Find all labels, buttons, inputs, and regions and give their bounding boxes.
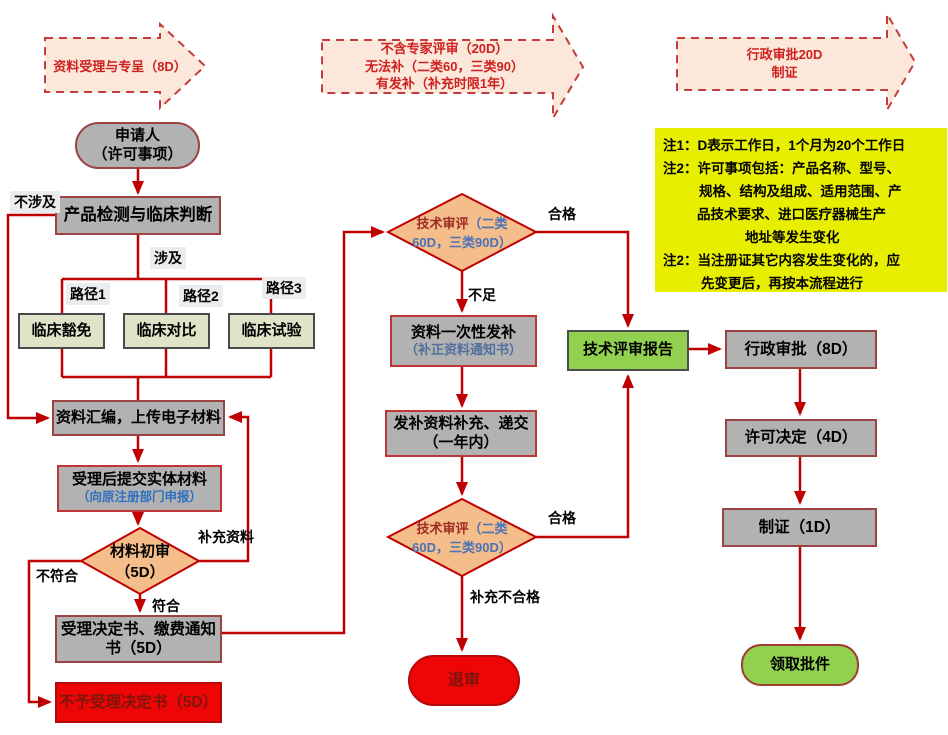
receive-oval: 领取批件 xyxy=(741,644,859,686)
banner-stage3-line2: 制证 xyxy=(771,65,798,80)
banner-stage2-line1: 不含专家评审（20D） xyxy=(380,41,509,57)
banner-stage2: 不含专家评审（20D） 无法补（二类60，三类90） 有发补（补充时限1年） xyxy=(322,40,567,93)
detection-label: 产品检测与临床判断 xyxy=(63,206,213,225)
initial-review-line2: （5D） xyxy=(115,564,165,581)
supplement-box: 资料一次性发补 （补正资料通知书） xyxy=(390,315,537,367)
banner-arrow-3 xyxy=(676,10,917,114)
applicant-oval: 申请人 （许可事项） xyxy=(75,122,200,169)
retire-label: 退审 xyxy=(447,671,480,689)
banner-stage3-line1: 行政审批20D xyxy=(746,47,823,62)
banner-stage2-line2: 无法补（二类60，三类90） xyxy=(365,58,524,74)
note-line: 注2：许可事项包括：产品名称、型号、 xyxy=(663,161,901,176)
receive-label: 领取批件 xyxy=(769,655,830,673)
detection-box: 产品检测与临床判断 xyxy=(55,196,221,235)
banner-stage3: 行政审批20D 制证 xyxy=(677,38,892,90)
submit-line2: （向原注册部门申报） xyxy=(76,490,202,505)
reject-box: 不予受理决定书（5D） xyxy=(55,682,222,723)
label-path1: 路径1 xyxy=(66,283,110,305)
note-line: 规格、结构及组成、适用范围、产 xyxy=(699,184,902,199)
compile-box: 资料汇编，上传电子材料 xyxy=(52,400,225,436)
tech-review1-label: 技术审评（二类 60D，三类90D） xyxy=(412,216,512,250)
label-supp-fail: 补充不合格 xyxy=(470,589,540,605)
tech-review1-diamond xyxy=(385,192,539,273)
clinical-exempt-label: 临床豁免 xyxy=(31,321,92,339)
clinical-trial-label: 临床试验 xyxy=(241,321,302,339)
acceptance-box: 受理决定书、缴费通知书（5D） xyxy=(55,615,222,663)
label-insufficient: 不足 xyxy=(468,287,496,303)
clinical-compare-box: 临床对比 xyxy=(123,313,210,349)
approval-box: 行政审批（8D） xyxy=(725,330,877,369)
report-label: 技术评审报告 xyxy=(582,341,673,359)
initial-review-text: 材料初审 （5D） xyxy=(85,532,195,590)
banner-arrow-1 xyxy=(44,21,207,111)
label-pass1: 合格 xyxy=(548,206,576,222)
note-line: 先变更后，再按本流程进行 xyxy=(701,276,863,291)
clinical-trial-box: 临床试验 xyxy=(228,313,315,349)
tech-review1-text: 技术审评（二类 60D，三类90D） xyxy=(402,207,522,257)
license-label: 许可决定（4D） xyxy=(744,429,858,447)
report-box: 技术评审报告 xyxy=(567,330,689,371)
certificate-label: 制证（1D） xyxy=(758,518,841,536)
submit-line1: 受理后提交实体材料 xyxy=(71,471,207,489)
note-line: 地址等发生变化 xyxy=(745,230,840,245)
reject-label: 不予受理决定书（5D） xyxy=(58,693,219,711)
supplement-line2: （补正资料通知书） xyxy=(404,342,522,358)
initial-review-line1: 材料初审 xyxy=(109,543,170,560)
resubmit-box: 发补资料补充、递交（一年内） xyxy=(385,410,537,457)
label-involved: 涉及 xyxy=(150,247,186,269)
banner-stage2-line3: 有发补（补充时限1年） xyxy=(375,76,514,92)
label-not-conform: 不符合 xyxy=(36,568,78,584)
certificate-box: 制证（1D） xyxy=(722,508,877,547)
retire-oval: 退审 xyxy=(408,655,520,706)
banner-stage1-label: 资料受理与专呈（8D） xyxy=(53,58,187,74)
clinical-exempt-box: 临床豁免 xyxy=(18,313,105,349)
note-box: 注1：D表示工作日，1个月为20个工作日 注2：许可事项包括：产品名称、型号、 … xyxy=(655,128,947,292)
note-line: 品技术要求、进口医疗器械生产 xyxy=(697,207,886,222)
compile-label: 资料汇编，上传电子材料 xyxy=(55,408,221,426)
label-supplement-material: 补充资料 xyxy=(198,529,254,545)
tech-review2-label: 技术审评（二类 60D，三类90D） xyxy=(412,521,512,555)
label-path2: 路径2 xyxy=(179,285,223,307)
acceptance-label: 受理决定书、缴费通知书（5D） xyxy=(60,620,216,657)
applicant-line1: 申请人 xyxy=(114,126,160,144)
resubmit-label: 发补资料补充、递交（一年内） xyxy=(393,414,529,451)
banner-arrow-2 xyxy=(321,12,585,122)
supplement-line1: 资料一次性发补 xyxy=(410,323,516,341)
clinical-compare-label: 临床对比 xyxy=(136,321,197,339)
label-not-involved: 不涉及 xyxy=(10,191,60,213)
submit-box: 受理后提交实体材料 （向原注册部门申报） xyxy=(57,465,222,512)
label-conform: 符合 xyxy=(152,598,180,614)
approval-label: 行政审批（8D） xyxy=(744,340,858,358)
applicant-line2: （许可事项） xyxy=(92,145,183,163)
tech-review2-diamond xyxy=(385,497,539,578)
note-line: 注1：D表示工作日，1个月为20个工作日 xyxy=(663,138,906,153)
note-line: 注2：当注册证其它内容发生变化的，应 xyxy=(663,253,901,268)
label-pass2: 合格 xyxy=(548,510,576,526)
label-path3: 路径3 xyxy=(262,277,306,299)
banner-stage1: 资料受理与专呈（8D） xyxy=(45,38,195,92)
tech-review2-text: 技术审评（二类 60D，三类90D） xyxy=(402,512,522,562)
license-box: 许可决定（4D） xyxy=(725,419,877,457)
initial-review-diamond xyxy=(78,526,202,596)
